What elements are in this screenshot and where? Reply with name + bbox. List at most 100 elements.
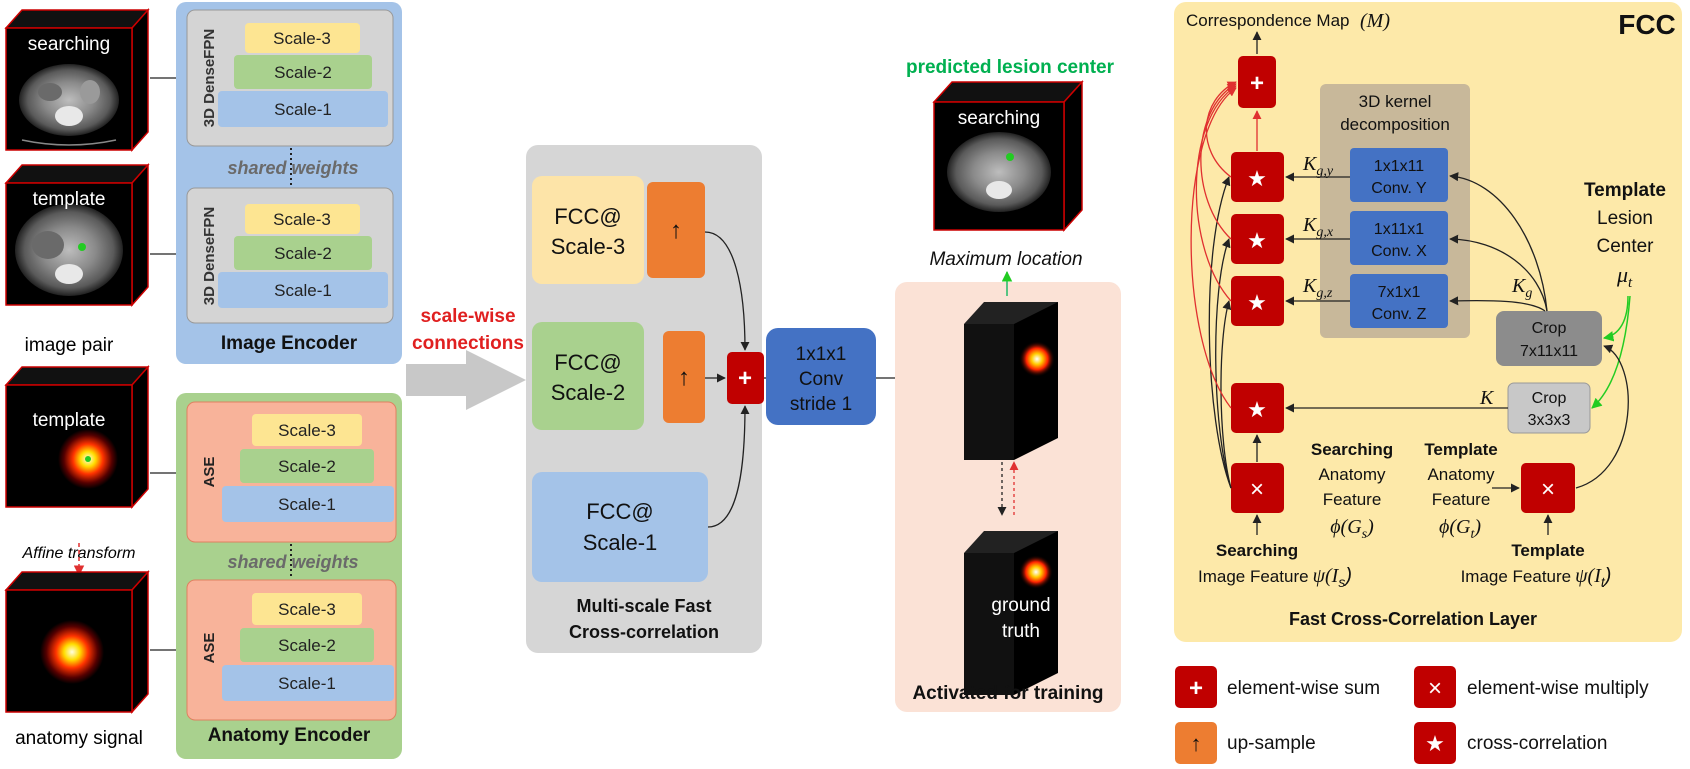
multiply-node-template xyxy=(1521,463,1575,513)
arrow-mult-to-star-x xyxy=(1215,238,1232,489)
arrow-fcc1-to-sum xyxy=(707,405,750,528)
search-img-close: ) xyxy=(1343,565,1352,587)
training-title: Activated for training xyxy=(912,683,1103,704)
ase-label-1: ASE xyxy=(201,457,218,488)
search-img-label: Image Feature xyxy=(1198,567,1309,586)
xcorr-node-k-icon: ★ xyxy=(1247,397,1267,422)
kgz-label: Kg,z xyxy=(1302,275,1333,301)
ase-label-2: ASE xyxy=(201,633,218,664)
predicted-lesion-label: predicted lesion center xyxy=(906,57,1115,78)
arrow-crop1-to-convx xyxy=(1449,234,1548,312)
templ-img-label: Image Feature xyxy=(1461,567,1572,586)
ae1-scale1-label: Scale-1 xyxy=(278,495,336,514)
lesion-line1: Lesion xyxy=(1597,208,1653,229)
mu-sub: t xyxy=(1628,275,1633,291)
conv-line2: Conv xyxy=(799,369,844,390)
conv-line3: stride 1 xyxy=(790,394,852,415)
kg-sub: g xyxy=(1525,286,1532,301)
ms-sum-node xyxy=(727,352,764,404)
legend-sum-icon xyxy=(1175,666,1217,708)
conv-block xyxy=(766,328,876,425)
ground-truth-cube xyxy=(964,531,1058,695)
searching-heatmap-cube xyxy=(4,570,150,714)
densefpn-label-2: 3D DenseFPN xyxy=(201,207,218,305)
green-arrow-to-crop1 xyxy=(1602,295,1629,342)
ae2-scale3-box xyxy=(252,593,362,625)
arrow-crop1-to-convy xyxy=(1449,172,1548,312)
arrow-templ-mult-to-crop1 xyxy=(1575,344,1629,489)
conv-y-line1: 1x1x11 xyxy=(1374,158,1425,175)
crop-7x11x11 xyxy=(1496,311,1602,366)
mu-main: μ xyxy=(1616,262,1628,287)
red-star-x-to-sum xyxy=(1200,83,1237,240)
upsample-2-icon: ↑ xyxy=(678,364,690,391)
output-heatmap-cube xyxy=(964,302,1058,460)
templ-anat-math: ϕ(Gt) xyxy=(1439,516,1481,542)
template-title: Template xyxy=(1584,180,1666,201)
ie1-scale1-box xyxy=(218,91,388,127)
legend-sum-symbol: + xyxy=(1189,675,1203,702)
image-encoder-title: Image Encoder xyxy=(221,333,358,354)
conv-x-line2: Conv. X xyxy=(1371,243,1427,260)
search-img-math: ψ(I xyxy=(1313,565,1340,587)
kgy-main: K xyxy=(1302,153,1318,175)
conv-y-line2: Conv. Y xyxy=(1371,180,1427,197)
red-star-z-to-sum xyxy=(1195,85,1237,302)
fcc-title: FCC xyxy=(1618,9,1676,40)
predicted-searching-label: searching xyxy=(958,108,1040,129)
ae1-scale2-box xyxy=(240,449,374,483)
fcc-sum-icon: + xyxy=(1250,70,1264,97)
kgz-main: K xyxy=(1302,275,1318,297)
ie2-scale2-label: Scale-2 xyxy=(274,244,332,263)
multiply-node-template-icon: × xyxy=(1541,476,1555,503)
decomp-line1: 3D kernel xyxy=(1359,92,1432,111)
conv-z-line1: 7x1x1 xyxy=(1378,284,1421,301)
scale-wise-label-1: scale-wise xyxy=(420,306,515,327)
scale-wise-big-arrow xyxy=(406,350,526,410)
templ-anat-line1: Anatomy xyxy=(1427,465,1495,484)
gt-line1: ground xyxy=(991,595,1050,616)
ie1-scale3-label: Scale-3 xyxy=(273,29,331,48)
search-anat-math-sub: s xyxy=(1362,527,1368,542)
templ-anat-math-main: ϕ(G xyxy=(1439,516,1471,538)
xcorr-node-y xyxy=(1231,152,1284,202)
legend-sum-label: element-wise sum xyxy=(1227,678,1380,699)
fcc-scale2-box xyxy=(532,322,644,430)
templ-anat-title: Template xyxy=(1424,440,1497,459)
multiscale-title-2: Cross-correlation xyxy=(569,622,719,642)
search-anat-line2: Feature xyxy=(1323,490,1382,509)
crop2-line2: 3x3x3 xyxy=(1528,412,1571,429)
fcc-scale1-box xyxy=(532,472,708,582)
templ-img-title: Template xyxy=(1511,541,1584,560)
ae2-scale1-label: Scale-1 xyxy=(278,674,336,693)
search-anat-math-main: ϕ(G xyxy=(1330,516,1362,538)
fcc1-line1: FCC@ xyxy=(586,499,654,524)
ae1-scale3-label: Scale-3 xyxy=(278,421,336,440)
conv-x-box xyxy=(1350,211,1448,265)
mu-label: μt xyxy=(1616,262,1633,291)
legend-upsample-label: up-sample xyxy=(1227,733,1316,754)
conv-z-box xyxy=(1350,274,1448,328)
templ-img-close: ) xyxy=(1603,565,1612,587)
kgy-label: Kg,y xyxy=(1302,153,1334,179)
fcc-scale3-box xyxy=(532,176,644,284)
densefpn-label-1: 3D DenseFPN xyxy=(201,29,218,127)
ie2-scale3-label: Scale-3 xyxy=(273,210,331,229)
corr-map-label: Correspondence Map xyxy=(1186,11,1349,30)
fcc2-line1: FCC@ xyxy=(554,350,622,375)
template-heatmap-label: template xyxy=(33,410,106,431)
legend-multiply-symbol: × xyxy=(1428,675,1442,702)
crop1-line1: Crop xyxy=(1532,320,1567,337)
legend-upsample-icon xyxy=(1175,722,1217,764)
crop2-line1: Crop xyxy=(1532,390,1567,407)
arrow-mult-to-star-y xyxy=(1208,176,1232,489)
ie1-scale2-label: Scale-2 xyxy=(274,63,332,82)
template-heatmap-cube xyxy=(4,365,150,509)
anatomy-signal-caption: anatomy signal xyxy=(15,728,143,749)
kgx-main: K xyxy=(1302,214,1318,236)
fcc2-line2: Scale-2 xyxy=(551,380,626,405)
search-img-sub: s xyxy=(1338,574,1345,590)
legend-multiply-icon xyxy=(1414,666,1456,708)
